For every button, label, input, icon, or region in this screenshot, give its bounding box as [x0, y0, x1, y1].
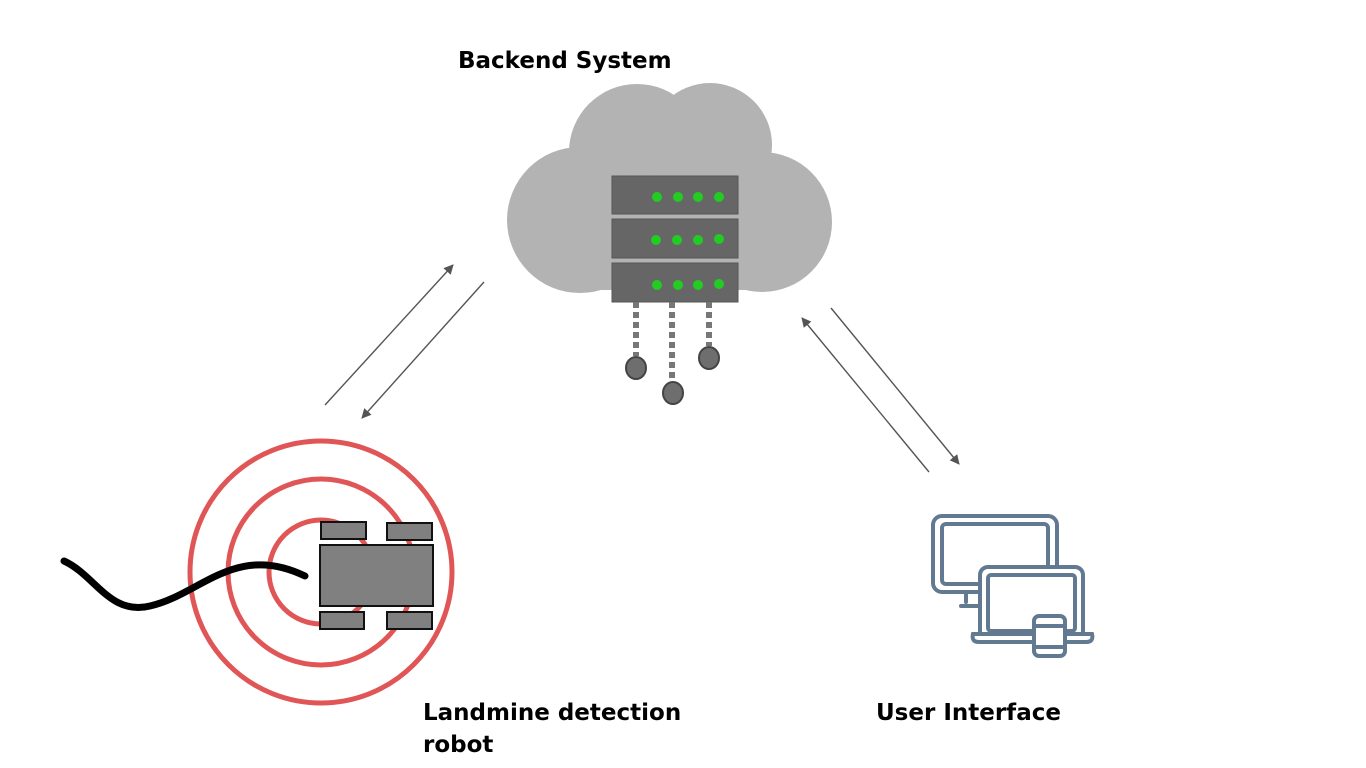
arrow-robot-to-backend — [324, 264, 454, 406]
robot-cable — [60, 557, 309, 612]
server-rack — [611, 175, 739, 303]
probe-tip — [662, 381, 684, 405]
robot-wheel — [319, 611, 365, 630]
server-probes — [625, 302, 720, 405]
robot-rover-icon — [60, 438, 455, 706]
server-leds — [651, 192, 724, 290]
smartphone-icon — [1032, 614, 1067, 658]
arrow-backend-to-robot — [361, 281, 485, 419]
robot-wheel — [386, 522, 433, 541]
robot-wheel — [386, 611, 433, 630]
devices-icon — [931, 514, 1095, 658]
arrow-ui-to-backend — [801, 317, 930, 473]
cloud-server-icon — [507, 83, 832, 405]
backend-system-label: Backend System — [458, 48, 672, 74]
robot-body — [319, 544, 434, 607]
robot-label: Landmine detection robot — [423, 700, 682, 758]
user-interface-label: User Interface — [876, 700, 1061, 726]
arrow-backend-to-ui — [830, 307, 960, 465]
robot-wheel — [320, 521, 367, 540]
probe-tip — [625, 356, 647, 380]
probe-tip — [698, 346, 720, 370]
